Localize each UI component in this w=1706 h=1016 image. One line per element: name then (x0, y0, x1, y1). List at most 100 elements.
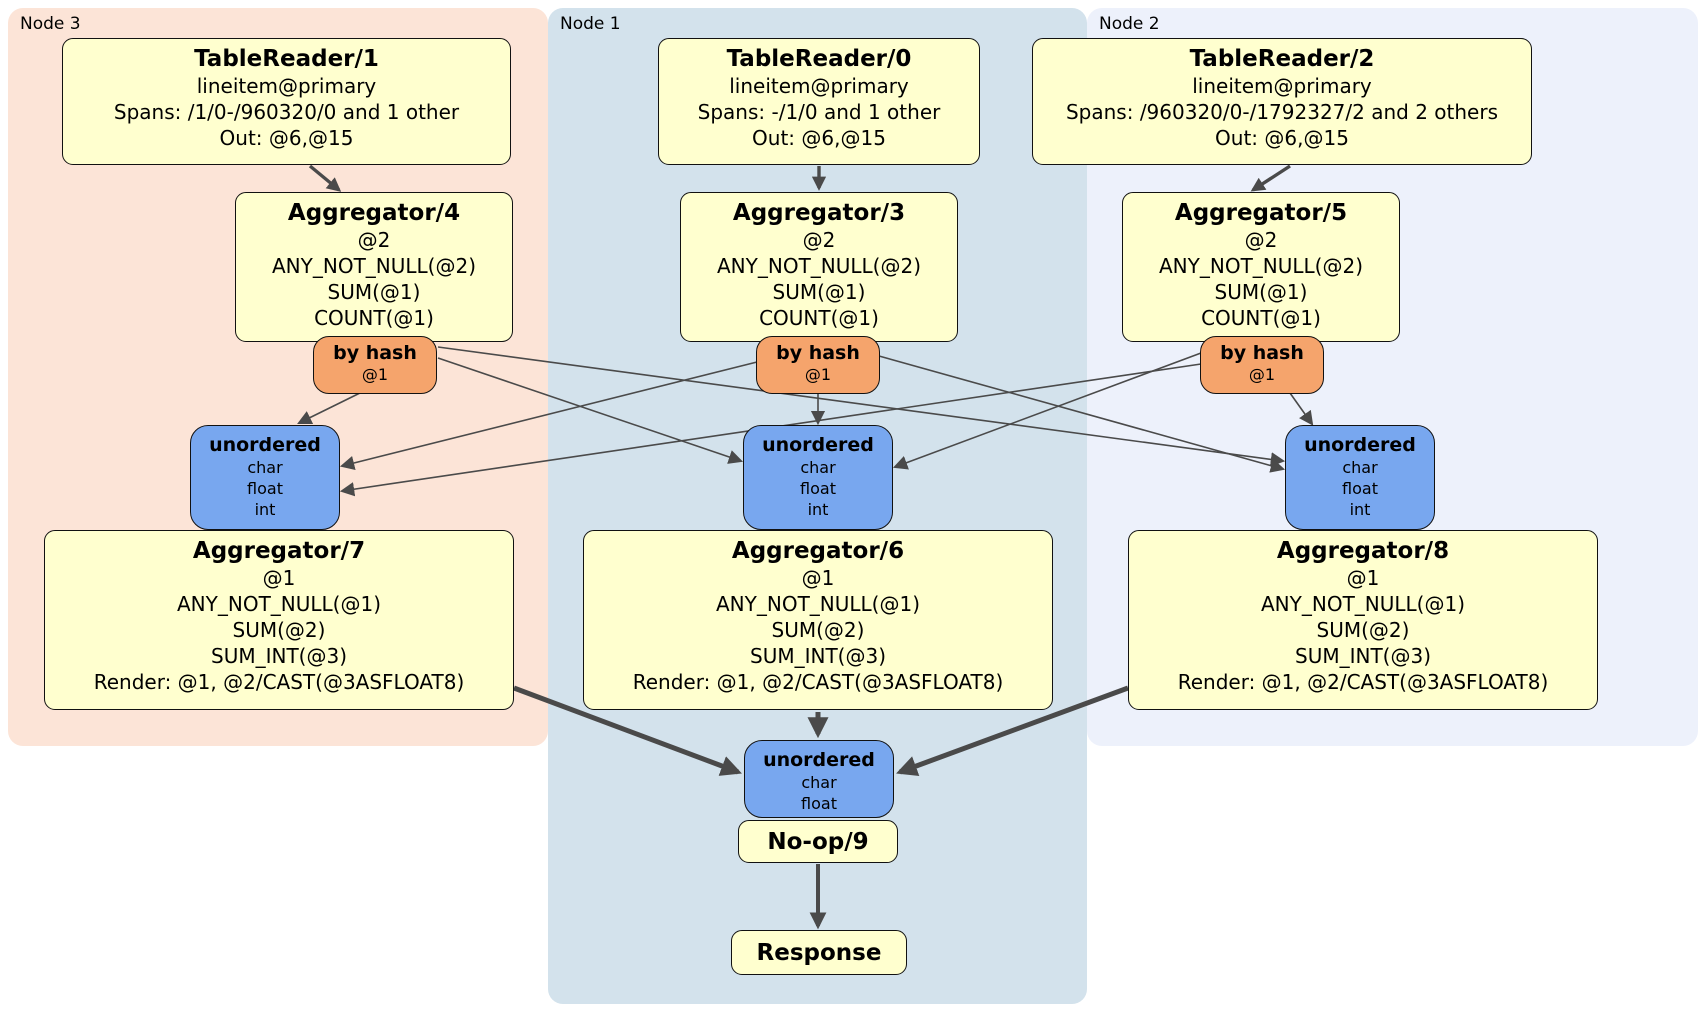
edge-tr1-agg4 (308, 164, 342, 192)
aggregator7-box: Aggregator/7 @1 ANY_NOT_NULL(@1) SUM(@2)… (44, 530, 514, 710)
node2-unordered-sync: unordered char float int (1285, 425, 1435, 530)
aggregator6-line: ANY_NOT_NULL(@1) (716, 592, 920, 616)
router-detail: @1 (1248, 365, 1276, 384)
aggregator8-line: SUM_INT(@3) (1295, 644, 1431, 668)
router-detail: @1 (361, 365, 389, 384)
tablereader2-title: TableReader/2 (1189, 46, 1375, 72)
sync-item: float (247, 479, 283, 498)
aggregator8-box: Aggregator/8 @1 ANY_NOT_NULL(@1) SUM(@2)… (1128, 530, 1598, 710)
aggregator6-title: Aggregator/6 (731, 538, 905, 564)
aggregator6-line: SUM(@2) (771, 618, 865, 642)
node1-unordered-sync: unordered char float int (743, 425, 893, 530)
noop-box: No-op/9 (738, 820, 898, 863)
sync-item: float (1342, 479, 1378, 498)
edge-agg8-finalsync (896, 685, 1129, 777)
tablereader2-index: lineitem@primary (1192, 74, 1372, 98)
router-title: by hash (333, 342, 417, 364)
sync-item: char (801, 773, 837, 792)
aggregator7-title: Aggregator/7 (192, 538, 366, 564)
aggregator6-line: @1 (801, 566, 835, 590)
aggregator5-line: SUM(@1) (1214, 280, 1308, 304)
aggregator6-line: SUM_INT(@3) (750, 644, 886, 668)
aggregator5-line: ANY_NOT_NULL(@2) (1159, 254, 1363, 278)
tablereader0-box: TableReader/0 lineitem@primary Spans: -/… (658, 38, 980, 165)
aggregator3-line: @2 (802, 228, 836, 252)
aggregator7-line: ANY_NOT_NULL(@1) (177, 592, 381, 616)
sync-title: unordered (209, 434, 321, 456)
aggregator4-line: @2 (357, 228, 391, 252)
aggregator4-line: ANY_NOT_NULL(@2) (272, 254, 476, 278)
router-title: by hash (1220, 342, 1304, 364)
node1-label: Node 1 (560, 14, 621, 34)
aggregator3-box: Aggregator/3 @2 ANY_NOT_NULL(@2) SUM(@1)… (680, 192, 958, 342)
tablereader1-spans: Spans: /1/0-/960320/0 and 1 other (113, 100, 460, 124)
node1-hash-router: by hash @1 (756, 336, 880, 394)
tablereader1-box: TableReader/1 lineitem@primary Spans: /1… (62, 38, 511, 165)
aggregator3-line: SUM(@1) (772, 280, 866, 304)
aggregator6-render: Render: @1, @2/CAST(@3ASFLOAT8) (632, 670, 1004, 694)
aggregator3-line: COUNT(@1) (759, 306, 879, 330)
aggregator8-line: ANY_NOT_NULL(@1) (1261, 592, 1465, 616)
aggregator4-box: Aggregator/4 @2 ANY_NOT_NULL(@2) SUM(@1)… (235, 192, 513, 342)
aggregator7-render: Render: @1, @2/CAST(@3ASFLOAT8) (93, 670, 465, 694)
tablereader0-title: TableReader/0 (726, 46, 912, 72)
response-box: Response (731, 930, 907, 975)
edge-hash3-sync2 (437, 346, 1286, 467)
aggregator8-title: Aggregator/8 (1276, 538, 1450, 564)
aggregator4-line: SUM(@1) (327, 280, 421, 304)
aggregator7-line: @1 (262, 566, 296, 590)
sync-item: float (801, 794, 837, 813)
tablereader2-spans: Spans: /960320/0-/1792327/2 and 2 others (1065, 100, 1498, 124)
aggregator4-line: COUNT(@1) (314, 306, 434, 330)
aggregator6-box: Aggregator/6 @1 ANY_NOT_NULL(@1) SUM(@2)… (583, 530, 1053, 710)
aggregator5-line: COUNT(@1) (1201, 306, 1321, 330)
sync-title: unordered (763, 749, 875, 771)
node2-label: Node 2 (1099, 14, 1160, 34)
sync-item: float (800, 479, 836, 498)
aggregator8-render: Render: @1, @2/CAST(@3ASFLOAT8) (1177, 670, 1549, 694)
node2-hash-router: by hash @1 (1200, 336, 1324, 394)
aggregator8-line: @1 (1346, 566, 1380, 590)
sync-item: char (800, 458, 836, 477)
tablereader1-index: lineitem@primary (196, 74, 377, 98)
node3-hash-router: by hash @1 (313, 336, 437, 394)
sync-title: unordered (1304, 434, 1416, 456)
aggregator3-line: ANY_NOT_NULL(@2) (717, 254, 921, 278)
node3-unordered-sync: unordered char float int (190, 425, 340, 530)
router-detail: @1 (804, 365, 832, 384)
sync-item: int (807, 500, 829, 519)
tablereader2-box: TableReader/2 lineitem@primary Spans: /9… (1032, 38, 1532, 165)
aggregator5-line: @2 (1244, 228, 1278, 252)
aggregator7-line: SUM_INT(@3) (211, 644, 347, 668)
aggregator7-line: SUM(@2) (232, 618, 326, 642)
tablereader0-index: lineitem@primary (729, 74, 909, 98)
edge-hash1-sync3 (339, 361, 758, 471)
edge-hash3-sync3 (297, 391, 363, 425)
router-title: by hash (776, 342, 860, 364)
aggregator5-box: Aggregator/5 @2 ANY_NOT_NULL(@2) SUM(@1)… (1122, 192, 1400, 342)
sync-title: unordered (762, 434, 874, 456)
aggregator4-title: Aggregator/4 (287, 200, 461, 226)
response-title: Response (756, 939, 882, 966)
tablereader2-out: Out: @6,@15 (1215, 126, 1349, 150)
noop-title: No-op/9 (767, 828, 869, 855)
aggregator3-title: Aggregator/3 (732, 200, 906, 226)
aggregator8-line: SUM(@2) (1316, 618, 1410, 642)
edge-agg7-finalsync (513, 685, 742, 776)
tablereader0-spans: Spans: -/1/0 and 1 other (697, 100, 941, 124)
aggregator5-title: Aggregator/5 (1174, 200, 1348, 226)
edge-hash3-sync1 (437, 357, 744, 464)
edge-hash1-sync2 (878, 355, 1286, 473)
edge-hash2-sync2 (1289, 392, 1314, 426)
edge-tr2-agg5 (1250, 164, 1291, 192)
tablereader1-out: Out: @6,@15 (219, 126, 354, 150)
tablereader1-title: TableReader/1 (194, 46, 379, 72)
final-unordered-sync: unordered char float (744, 740, 894, 818)
edge-hash2-sync1 (892, 352, 1202, 470)
sync-item: int (1349, 500, 1371, 519)
sync-item: char (1342, 458, 1378, 477)
tablereader0-out: Out: @6,@15 (752, 126, 886, 150)
node3-label: Node 3 (20, 14, 81, 34)
sync-item: char (247, 458, 283, 477)
sync-item: int (254, 500, 276, 519)
